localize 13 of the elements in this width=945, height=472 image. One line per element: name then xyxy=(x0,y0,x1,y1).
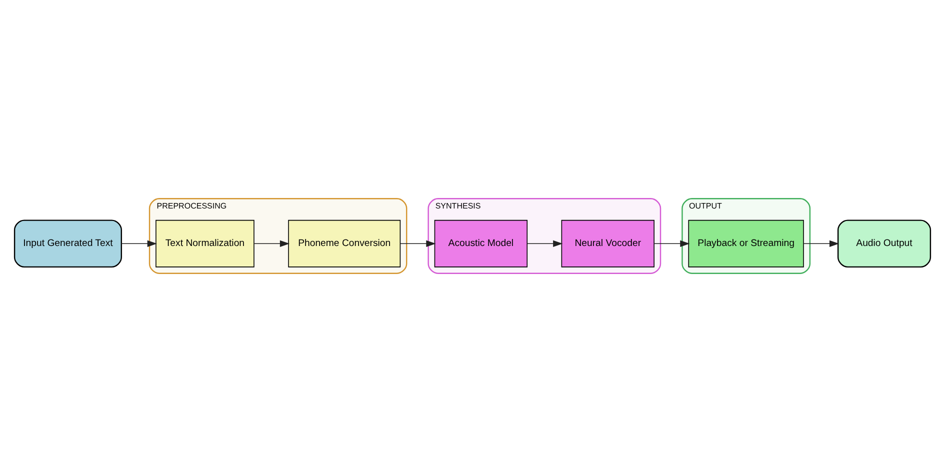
node-box: Neural Vocoder xyxy=(561,220,654,268)
node-box: Audio Output xyxy=(837,220,932,268)
arrow xyxy=(400,240,436,248)
node-box: Playback or Streaming xyxy=(688,220,804,268)
arrow xyxy=(526,240,563,248)
node-box: Phoneme Conversion xyxy=(288,220,401,268)
arrow xyxy=(121,240,157,248)
arrow xyxy=(654,240,690,248)
arrow xyxy=(254,240,290,248)
node-box: Text Normalization xyxy=(156,220,254,268)
node-box: Input Generated Text xyxy=(14,220,122,268)
node-box: Acoustic Model xyxy=(434,220,528,268)
arrow xyxy=(803,240,840,248)
